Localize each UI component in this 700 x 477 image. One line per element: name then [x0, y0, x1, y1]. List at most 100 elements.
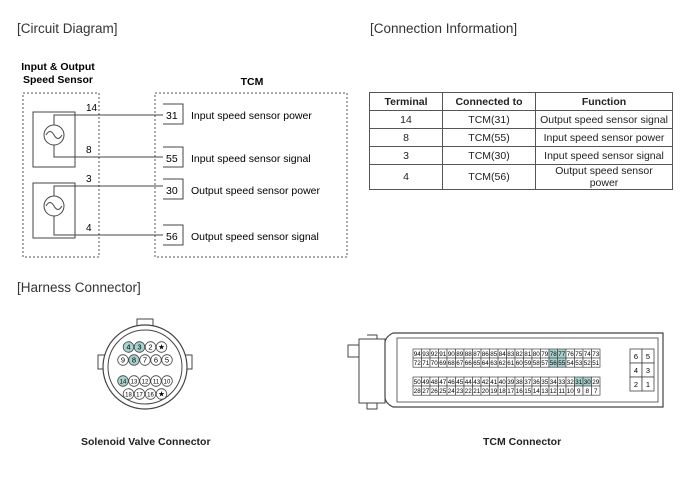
tcm-pin-label: 79: [541, 351, 549, 358]
tcm-box: [154, 92, 348, 258]
circuit-diagram: Input & Output Speed Sensor TCM 14 8 3 4…: [21, 61, 348, 258]
connector-inner-ring: [107, 329, 183, 405]
tcm-pin-label: 55: [558, 360, 566, 367]
tcm-pin-label: 28: [414, 388, 422, 395]
tcm-pin-label: 13: [541, 388, 549, 395]
solenoid-pin-label: 11: [153, 380, 160, 386]
tcm-pin-label: 18: [499, 388, 507, 395]
tcm-pin-label: 80: [533, 351, 541, 358]
tcm-pin-label: 21: [473, 388, 481, 395]
tcm-pin-label: 29: [592, 379, 600, 386]
tcm-pin-label: 68: [448, 360, 456, 367]
wire-3: [53, 185, 163, 196]
tcm-pin-label: 48: [431, 379, 439, 386]
wire-number: 4: [86, 223, 92, 234]
table-cell: Input speed sensor signal: [535, 146, 673, 165]
tcm-pin-label: 76: [567, 351, 575, 358]
circuit-diagram-title: [Circuit Diagram]: [17, 21, 118, 36]
tcm-side-pin-label: 4: [634, 366, 638, 375]
tcm-pin-label: 40: [499, 379, 507, 386]
tcm-pin-number: 30: [166, 185, 178, 197]
tcm-pin-label: 42: [482, 379, 490, 386]
tcm-pin-label: 82: [516, 351, 524, 358]
tcm-pin-label: 24: [448, 388, 456, 395]
tcm-pin-label: 54: [567, 360, 575, 367]
solenoid-pin-label: 4: [126, 343, 130, 352]
tcm-pin-label: 36: [533, 379, 541, 386]
tcm-pin-label: 87: [473, 351, 481, 358]
solenoid-connector-caption: Solenoid Valve Connector: [81, 436, 211, 448]
solenoid-pin-label: ★: [158, 343, 165, 352]
tcm-pin-label: 30: [584, 379, 592, 386]
tcm-pin-label: 11: [558, 388, 565, 395]
solenoid-pin-label: 16: [147, 393, 154, 399]
tcm-pin-label: 9: [577, 388, 581, 395]
tcm-pin-label: 41: [490, 379, 498, 386]
tcm-pin-label: 81: [524, 351, 532, 358]
tcm-pin-label: 8: [585, 388, 589, 395]
table-cell: TCM(56): [442, 164, 536, 190]
output-sensor-wave-icon: [45, 202, 63, 210]
tcm-pin-label: 56: [550, 360, 558, 367]
tcm-pin-number: 31: [166, 110, 178, 122]
connector-clip: [366, 334, 378, 410]
tcm-pin-label: 49: [422, 379, 430, 386]
solenoid-pin: [161, 375, 173, 387]
tcm-pin-label: 65: [473, 360, 481, 367]
tcm-side-pin-label: 6: [634, 352, 638, 361]
tcm-pin-label: 47: [439, 379, 447, 386]
tcm-pin: [591, 357, 601, 368]
tcm-pin-label: 84: [499, 351, 507, 358]
tcm-pin-label: 38: [516, 379, 524, 386]
tcm-pin-label: 74: [584, 351, 592, 358]
tcm-pin-label: 85: [490, 351, 498, 358]
tcm-pin-number: 56: [166, 231, 178, 243]
tcm-pin-label: 75: [575, 351, 583, 358]
solenoid-pin-label: 3: [137, 343, 141, 352]
tcm-pin-label: 45: [456, 379, 464, 386]
tcm-pin-label: 63: [490, 360, 498, 367]
tcm-pin-label: 64: [482, 360, 490, 367]
connection-table: Terminal Connected to Function 14 TCM(31…: [369, 92, 673, 190]
tcm-pin-label: Output speed sensor signal: [191, 231, 319, 243]
tcm-pin-label: 27: [422, 388, 430, 395]
tcm-pin: [591, 385, 601, 396]
tcm-connector-housing: [384, 332, 664, 408]
tcm-pin-label: 20: [482, 388, 490, 395]
solenoid-pin-label: 10: [164, 380, 171, 386]
pin-bracket: [163, 224, 184, 246]
tcm-pin-label: 22: [465, 388, 473, 395]
tcm-pin-label: 66: [465, 360, 473, 367]
table-cell: 3: [369, 146, 443, 165]
solenoid-pin-label: 14: [120, 380, 127, 386]
tcm-pin-label: 73: [592, 351, 600, 358]
wire-4: [53, 216, 163, 236]
solenoid-pin-label: 8: [132, 356, 136, 365]
tcm-pin-label: 67: [456, 360, 464, 367]
wire-number: 8: [86, 145, 92, 156]
tcm-side-pin-label: 3: [646, 366, 650, 375]
tcm-pin-label: 16: [516, 388, 524, 395]
solenoid-pin-label: 7: [143, 356, 147, 365]
solenoid-pin-label: 6: [154, 356, 158, 365]
tcm-pin-label: 37: [524, 379, 532, 386]
solenoid-pin: [155, 341, 168, 353]
tcm-pin-label: 32: [567, 379, 575, 386]
solenoid-pin-label: 18: [125, 393, 132, 399]
table-cell: 4: [369, 164, 443, 190]
input-sensor-wave-icon: [45, 131, 63, 139]
table-cell: 8: [369, 128, 443, 147]
tcm-pin-label: 83: [507, 351, 515, 358]
tcm-pin-label: 15: [524, 388, 532, 395]
tcm-pin-label: 58: [533, 360, 541, 367]
tcm-pin-label: 19: [490, 388, 498, 395]
solenoid-pin: [161, 354, 173, 366]
column-header: Terminal: [369, 92, 443, 111]
table-row: 14 TCM(31) Output speed sensor signal: [369, 110, 673, 129]
tcm-pin-label: 70: [431, 360, 439, 367]
solenoid-pin: [155, 388, 168, 400]
table-cell: Output speed sensor signal: [535, 110, 673, 129]
tcm-pin-label: 50: [414, 379, 422, 386]
